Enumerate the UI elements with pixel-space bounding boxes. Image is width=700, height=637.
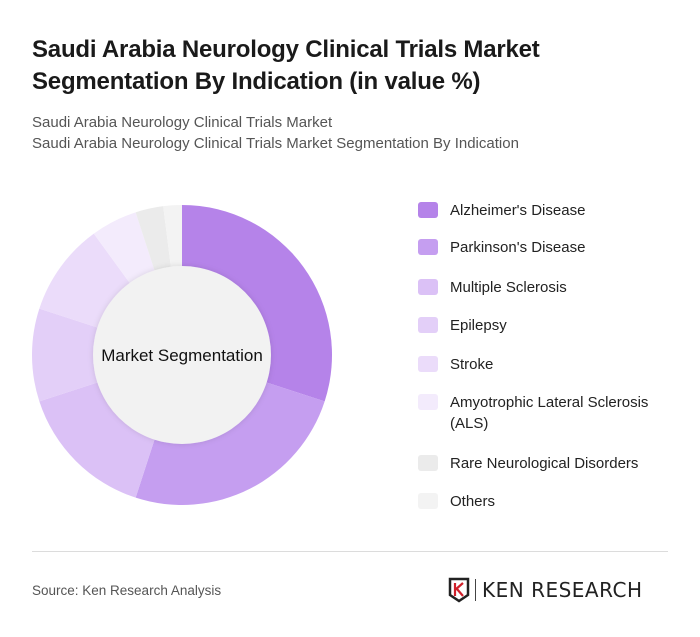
ken-logo-icon (448, 577, 470, 603)
legend-label-line: Amyotrophic Lateral Sclerosis (450, 394, 649, 411)
legend-label-line: (ALS) (450, 415, 489, 432)
center-label: Market Segmentation (101, 346, 263, 365)
ken-research-logo: KEN RESEARCH (448, 577, 643, 603)
legend-label-line: Multiple Sclerosis (450, 279, 567, 296)
legend-item: Rare Neurological Disorders (418, 453, 678, 474)
donut-chart: Market Segmentation (32, 205, 332, 506)
legend-label-line: Stroke (450, 356, 494, 373)
legend-swatch (418, 493, 438, 509)
legend-swatch (418, 239, 438, 255)
legend-item: Stroke (418, 354, 678, 375)
legend-label: Multiple Sclerosis (450, 277, 567, 298)
source-note: Source: Ken Research Analysis (32, 583, 222, 598)
legend-label: Alzheimer's Disease (450, 200, 585, 221)
legend-label: Parkinson's Disease (450, 237, 585, 258)
legend-swatch (418, 202, 438, 218)
legend-label: Epilepsy (450, 315, 507, 336)
subtitle-market: Saudi Arabia Neurology Clinical Trials M… (32, 114, 333, 131)
legend-label: Rare Neurological Disorders (450, 453, 638, 474)
legend-label-line: Rare Neurological Disorders (450, 455, 639, 472)
legend-item: Amyotrophic Lateral Sclerosis (ALS) (418, 392, 678, 434)
chart-title: Saudi Arabia Neurology Clinical Trials M… (32, 36, 540, 95)
legend-label-line: Epilepsy (450, 317, 507, 334)
legend-label: Stroke (450, 354, 493, 375)
donut-center (93, 266, 271, 444)
legend-label-line: Others (450, 493, 496, 510)
legend-swatch (418, 279, 438, 295)
legend-swatch (418, 394, 438, 410)
legend-item: Others (418, 491, 678, 512)
legend-swatch (418, 317, 438, 333)
legend-item: Multiple Sclerosis (418, 277, 678, 298)
legend-label: Amyotrophic Lateral Sclerosis (ALS) (450, 392, 648, 434)
divider (32, 551, 668, 552)
legend-label-line: Alzheimer's Disease (450, 202, 586, 219)
legend-item: Alzheimer's Disease (418, 200, 678, 221)
legend-label: Others (450, 491, 495, 512)
legend-label-line: Parkinson's Disease (450, 239, 586, 256)
legend-swatch (418, 455, 438, 471)
legend-item: Parkinson's Disease (418, 237, 678, 258)
legend-swatch (418, 356, 438, 372)
legend-item: Epilepsy (418, 315, 678, 336)
subtitle-segmentation: Saudi Arabia Neurology Clinical Trials M… (32, 135, 519, 152)
logo-text: KEN RESEARCH (482, 578, 643, 602)
